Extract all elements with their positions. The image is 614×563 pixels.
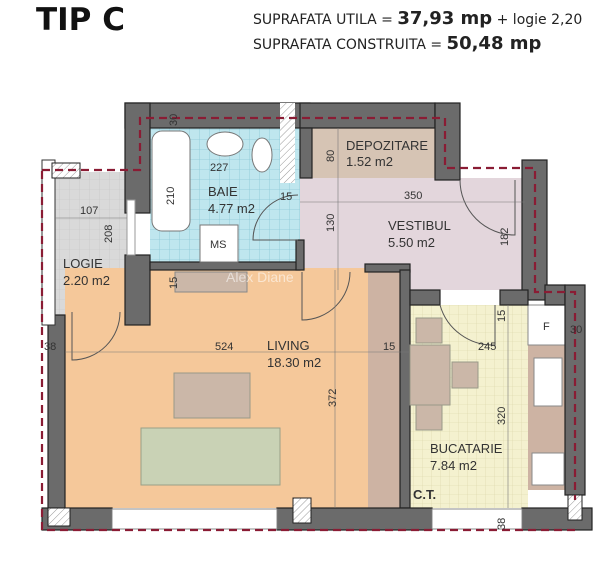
chair: [451, 361, 479, 389]
entry-door: [459, 179, 516, 236]
dim-living-depth: 372: [327, 389, 339, 407]
walls: [41, 102, 593, 531]
dim-depo-depth: 80: [325, 150, 337, 162]
living-window: [111, 508, 278, 530]
depozitare-area: 1.52 m2: [346, 154, 393, 169]
living-area: 18.30 m2: [267, 355, 321, 370]
useful-area-label: SUPRAFATA UTILA =: [253, 12, 398, 28]
vestibul-area: 5.50 m2: [388, 235, 435, 250]
dim-logie-depth: 208: [103, 225, 115, 243]
kitchen-sink: [533, 357, 563, 407]
fridge-label: F: [543, 321, 550, 333]
baie-area: 4.77 m2: [208, 201, 255, 216]
dim-bath-width: 227: [210, 162, 228, 174]
useful-area-value: 37,93 mp: [397, 8, 493, 29]
dim-kitchen-bottom: 38: [496, 518, 508, 530]
dim-vest-right: 182: [499, 228, 511, 246]
kitchen-door: [439, 304, 496, 346]
bucatarie-area: 7.84 m2: [430, 458, 477, 473]
dim-vest-left: 130: [325, 214, 337, 232]
dim-bath-length: 210: [165, 187, 177, 205]
built-area-label: SUPRAFATA CONSTRUITA =: [253, 37, 447, 53]
useful-area: SUPRAFATA UTILA = 37,93 mp + logie 2,20: [253, 8, 582, 29]
logie-window: [126, 199, 136, 256]
dim-logie-width: 107: [80, 205, 98, 217]
watermark: Alex Diane: [226, 269, 294, 285]
coffee-table: [173, 372, 251, 419]
column: [47, 507, 71, 527]
bath-door: [252, 194, 299, 241]
dim-living-width: 524: [215, 341, 233, 353]
logie-area-extra: + logie 2,20: [492, 12, 583, 28]
dim-living-left: 38: [44, 341, 56, 353]
chair: [415, 404, 443, 431]
boiler-label: C.T.: [413, 487, 436, 502]
dim-vest-width: 350: [404, 190, 422, 202]
depozitare-floor: [312, 128, 436, 178]
dim-wall-top: 30: [168, 114, 180, 126]
toilet: [251, 137, 273, 173]
corridor-strip: [368, 270, 400, 508]
dim-kitchen-depth: 320: [496, 407, 508, 425]
dim-living-door: 15: [168, 277, 180, 289]
dim-wall-right: 30: [570, 324, 582, 336]
vestibul-name: VESTIBUL: [388, 218, 451, 233]
sofa: [140, 427, 281, 486]
chair: [415, 317, 443, 344]
sink: [206, 131, 244, 157]
bathtub: [151, 130, 191, 232]
dining-table: [409, 344, 451, 406]
living-door: [301, 271, 351, 321]
fridge: [527, 304, 566, 346]
dim-kitchen-door: 15: [496, 310, 508, 322]
column: [51, 162, 81, 179]
tv-unit: [174, 271, 248, 293]
dim-kitchen-width: 245: [478, 341, 496, 353]
column: [280, 103, 295, 183]
perimeter-line: [40, 116, 577, 532]
kitchen-window: [431, 508, 523, 530]
logie-area: 2.20 m2: [63, 273, 110, 288]
column: [292, 497, 312, 524]
logie-door: [71, 311, 121, 361]
dim-living-right: 15: [383, 341, 395, 353]
apartment-type-title: TIP C: [36, 2, 125, 38]
washing-machine: [199, 224, 239, 263]
logie-name: LOGIE: [63, 256, 103, 271]
dim-bath-door: 15: [280, 191, 292, 203]
built-area-value: 50,48 mp: [446, 33, 542, 54]
built-area: SUPRAFATA CONSTRUITA = 50,48 mp: [253, 33, 541, 54]
baie-name: BAIE: [208, 184, 238, 199]
depozitare-name: DEPOZITARE: [346, 138, 428, 153]
stove: [531, 452, 565, 486]
bucatarie-name: BUCATARIE: [430, 441, 503, 456]
washing-machine-label: MS: [210, 239, 227, 251]
living-name: LIVING: [267, 338, 310, 353]
